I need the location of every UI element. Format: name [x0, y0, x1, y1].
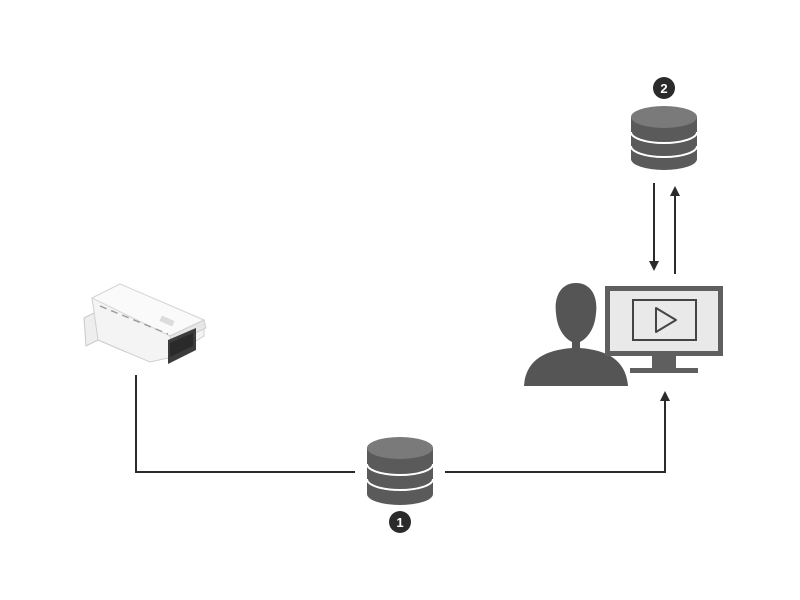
storage-2-badge-label: 2 [660, 81, 667, 96]
monitor-icon[interactable] [605, 286, 723, 373]
camera-icon[interactable] [83, 283, 207, 364]
play-icon[interactable] [632, 299, 697, 341]
storage-to-client-arrow [445, 391, 670, 473]
storage-1-badge-label: 1 [396, 515, 403, 530]
storage-1-database-icon[interactable] [366, 437, 434, 505]
person-icon [524, 283, 628, 386]
storage-1-badge: 1 [389, 511, 411, 533]
camera-to-storage-line [135, 375, 355, 473]
storage-2-badge: 2 [653, 77, 675, 99]
connections [135, 183, 680, 473]
storage-2-database-icon[interactable] [630, 106, 698, 170]
